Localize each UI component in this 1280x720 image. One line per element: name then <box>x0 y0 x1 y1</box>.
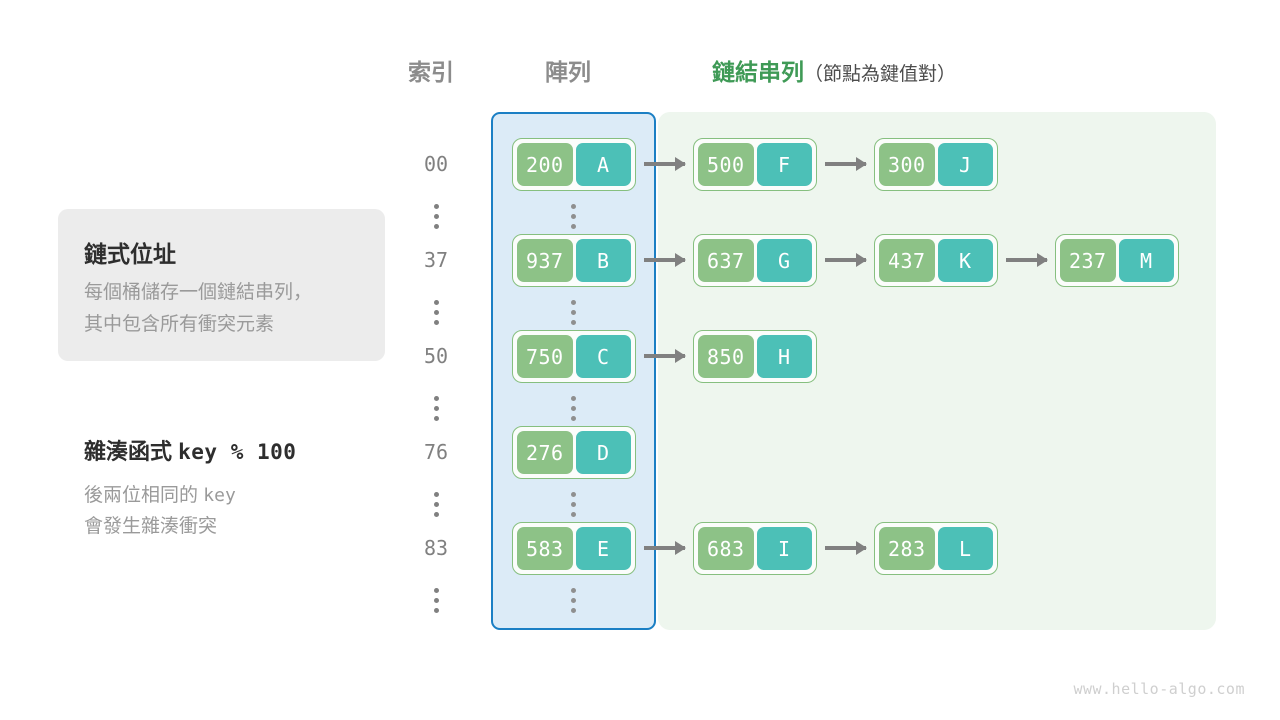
hash-function-title: 雜湊函式 key % 100 <box>84 434 296 466</box>
node-value: K <box>937 239 993 282</box>
node-value: F <box>756 143 812 186</box>
vertical-ellipsis <box>430 204 442 229</box>
vertical-ellipsis <box>567 204 579 229</box>
vertical-ellipsis <box>430 492 442 517</box>
node-value: M <box>1118 239 1174 282</box>
column-header-index: 索引 <box>408 59 454 85</box>
info-card-description-line-2: 其中包含所有衝突元素 <box>84 314 275 335</box>
node-value: G <box>756 239 812 282</box>
node-key: 276 <box>517 431 573 474</box>
node-value: B <box>575 239 631 282</box>
vertical-ellipsis <box>567 588 579 613</box>
next-pointer-arrow <box>1006 258 1047 262</box>
node-value: I <box>756 527 812 570</box>
info-card-title: 鏈式位址 <box>84 241 176 267</box>
node-key: 937 <box>517 239 573 282</box>
node-value: J <box>937 143 993 186</box>
info-card-description-line-1: 每個桶儲存一個鏈結串列， <box>84 282 313 303</box>
node-key: 683 <box>698 527 754 570</box>
next-pointer-arrow <box>644 162 685 166</box>
node-key: 750 <box>517 335 573 378</box>
bucket-index-label: 76 <box>423 440 449 464</box>
bucket-index-label: 50 <box>423 344 449 368</box>
column-header-linked-list-sub: （節點為鍵值對） <box>804 64 957 85</box>
column-header-linked-list-main: 鏈結串列 <box>712 59 804 85</box>
vertical-ellipsis <box>567 300 579 325</box>
hash-function-expression: key % 100 <box>178 440 297 464</box>
column-header-array: 陣列 <box>545 59 591 85</box>
info-card-separate-chaining: 鏈式位址 每個桶儲存一個鏈結串列， 其中包含所有衝突元素 <box>58 209 385 361</box>
hash-function-description-line-2: 會發生雜湊衝突 <box>84 516 218 537</box>
node-value: L <box>937 527 993 570</box>
vertical-ellipsis <box>430 300 442 325</box>
watermark: www.hello-algo.com <box>1073 680 1245 698</box>
node-value: C <box>575 335 631 378</box>
node-key: 200 <box>517 143 573 186</box>
hash-desc-key-token: key <box>203 485 236 506</box>
column-header-linked-list: 鏈結串列（節點為鍵值對） <box>712 53 956 87</box>
node-value: E <box>575 527 631 570</box>
node-key: 500 <box>698 143 754 186</box>
hash-desc-text-a: 後兩位相同的 <box>84 485 199 506</box>
bucket-index-label: 37 <box>423 248 449 272</box>
node-key: 283 <box>879 527 935 570</box>
next-pointer-arrow <box>644 258 685 262</box>
bucket-index-label: 83 <box>423 536 449 560</box>
hash-function-description: 後兩位相同的 key 會發生雜湊衝突 <box>84 480 296 542</box>
next-pointer-arrow <box>825 258 866 262</box>
vertical-ellipsis <box>567 492 579 517</box>
node-key: 300 <box>879 143 935 186</box>
info-card-description: 每個桶儲存一個鏈結串列， 其中包含所有衝突元素 <box>84 277 312 341</box>
next-pointer-arrow <box>825 162 866 166</box>
hash-function-description-line-1: 後兩位相同的 key <box>84 480 296 511</box>
node-key: 850 <box>698 335 754 378</box>
next-pointer-arrow <box>825 546 866 550</box>
node-value: H <box>756 335 812 378</box>
vertical-ellipsis <box>430 588 442 613</box>
next-pointer-arrow <box>644 354 685 358</box>
vertical-ellipsis <box>430 396 442 421</box>
vertical-ellipsis <box>567 396 579 421</box>
hash-function-label: 雜湊函式 <box>84 439 173 464</box>
next-pointer-arrow <box>644 546 685 550</box>
node-key: 237 <box>1060 239 1116 282</box>
node-value: D <box>575 431 631 474</box>
hash-function-block: 雜湊函式 key % 100 後兩位相同的 key 會發生雜湊衝突 <box>84 434 296 542</box>
bucket-index-label: 00 <box>423 152 449 176</box>
node-key: 637 <box>698 239 754 282</box>
node-value: A <box>575 143 631 186</box>
node-key: 583 <box>517 527 573 570</box>
node-key: 437 <box>879 239 935 282</box>
